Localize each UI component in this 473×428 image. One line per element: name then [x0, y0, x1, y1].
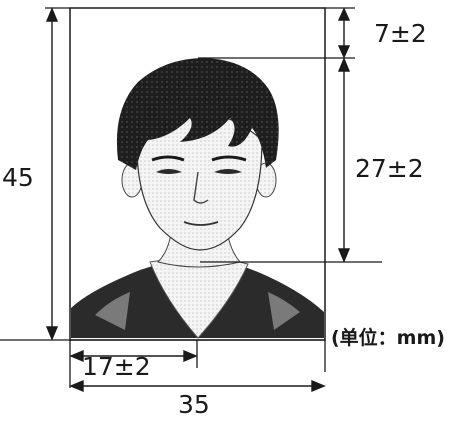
face-height-dimension [337, 57, 351, 263]
top-margin-dimension [337, 7, 351, 59]
extension-lines [0, 7, 382, 388]
height-label: 45 [2, 163, 34, 192]
width-dimension [69, 379, 326, 393]
chin-offset-label: 17±2 [82, 352, 151, 381]
face-height-label: 27±2 [355, 154, 424, 183]
height-dimension [45, 7, 59, 341]
portrait-illustration [71, 58, 324, 339]
top-margin-label: 7±2 [374, 19, 427, 48]
chin-offset-dimension [69, 349, 198, 363]
width-label: 35 [178, 390, 210, 419]
unit-label: (单位：mm) [331, 326, 445, 349]
